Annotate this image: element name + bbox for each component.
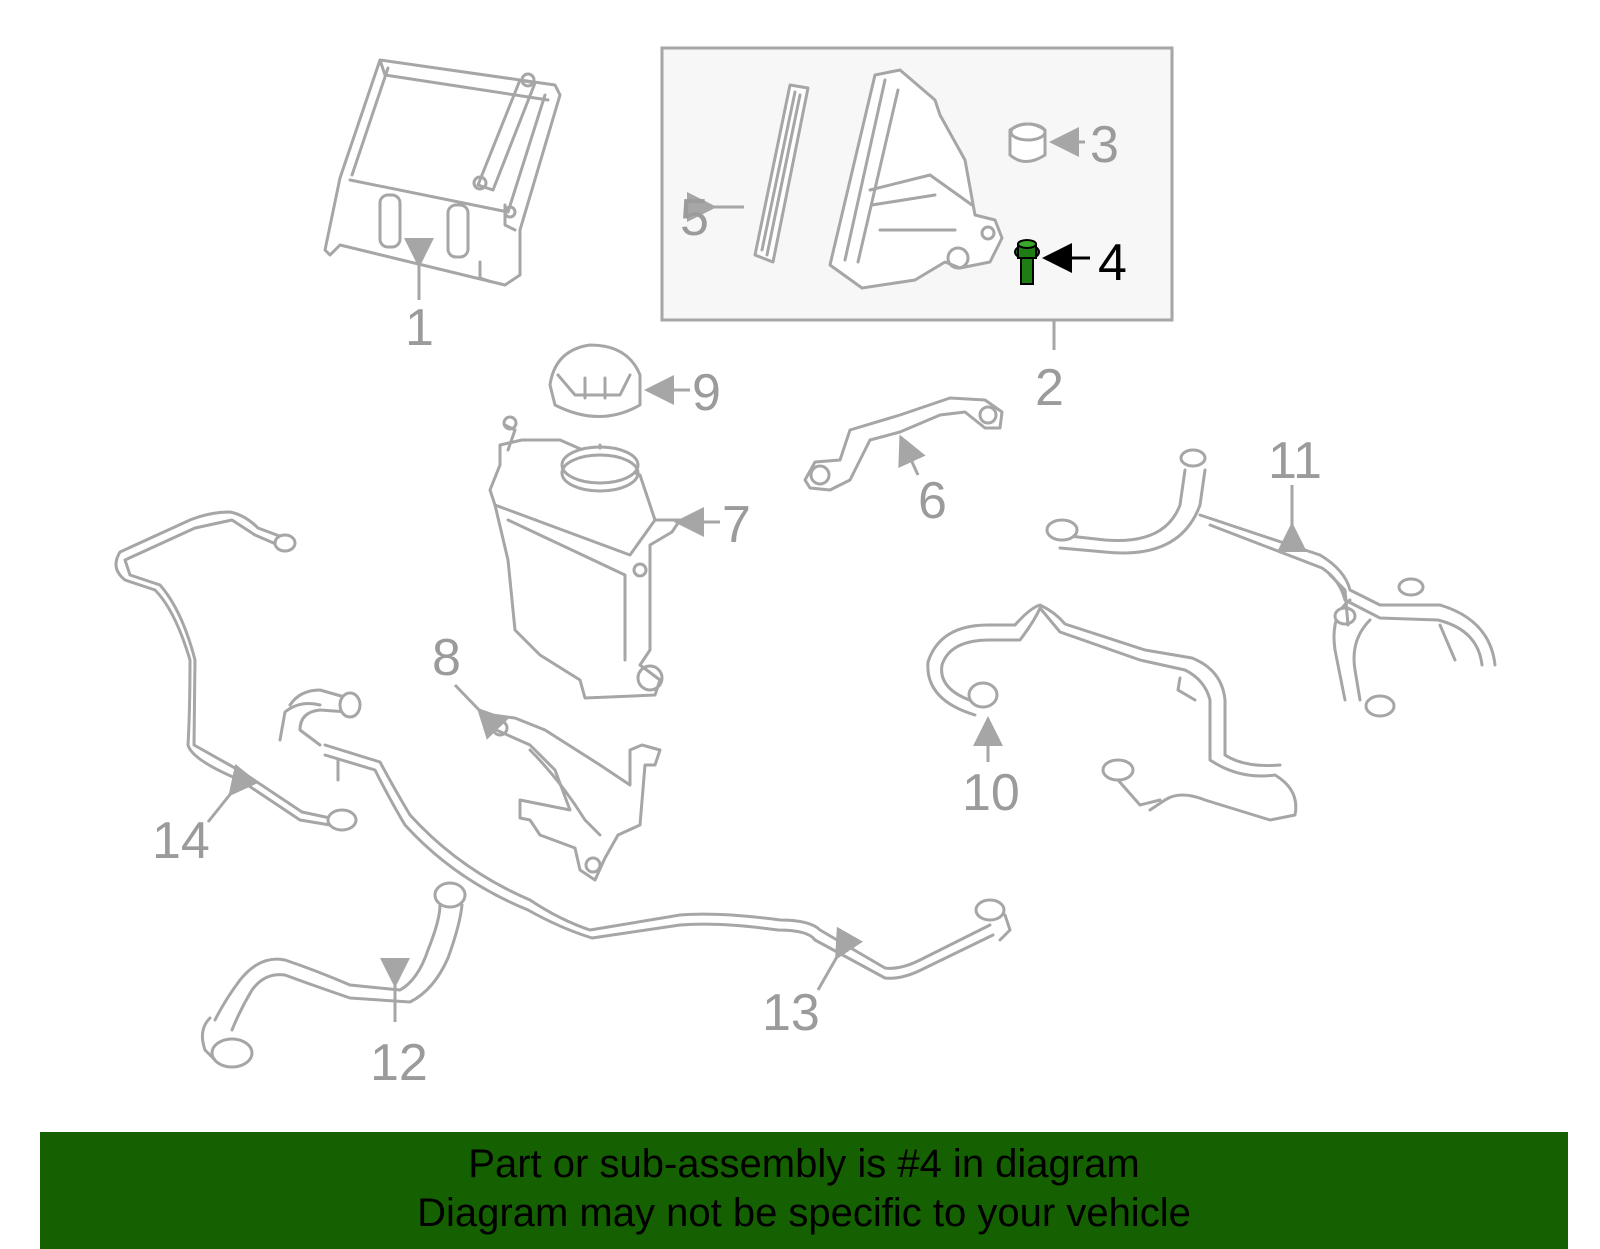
callout-6[interactable]: 6 <box>918 472 947 530</box>
callout-13[interactable]: 13 <box>762 984 820 1042</box>
part-13-pipe-with-connectors[interactable] <box>278 688 1012 980</box>
callout-3[interactable]: 3 <box>1090 116 1119 174</box>
leader-8 <box>453 683 509 740</box>
callout-12[interactable]: 12 <box>370 1034 428 1092</box>
banner-line-1: Part or sub-assembly is #4 in diagram <box>468 1142 1140 1186</box>
leader-6 <box>898 434 926 476</box>
callout-7[interactable]: 7 <box>722 496 751 554</box>
part-3-grommet[interactable] <box>1008 122 1047 163</box>
leader-14 <box>206 763 259 823</box>
callout-14[interactable]: 14 <box>152 812 210 870</box>
leader-13 <box>816 926 863 991</box>
part-4-bolt[interactable] <box>1014 239 1040 285</box>
callout-9[interactable]: 9 <box>692 364 721 422</box>
part-6-bracket[interactable] <box>803 396 1004 492</box>
callout-10[interactable]: 10 <box>962 764 1020 822</box>
callout-4[interactable]: 4 <box>1098 234 1127 292</box>
info-banner: Part or sub-assembly is #4 in diagram Di… <box>40 1132 1568 1249</box>
part-1-cooler[interactable] <box>323 58 562 287</box>
callout-5[interactable]: 5 <box>680 189 709 247</box>
part-12-coolant-hose[interactable] <box>200 881 467 1069</box>
callout-2[interactable]: 2 <box>1035 359 1064 417</box>
part-14-hose-pipe[interactable] <box>114 510 358 832</box>
part-7-expansion-tank[interactable] <box>488 415 682 700</box>
part-11-hose-assembly[interactable] <box>1045 448 1497 718</box>
part-5-filter-element[interactable] <box>753 83 810 264</box>
part-9-reservoir-cap[interactable] <box>548 343 642 418</box>
callout-11[interactable]: 11 <box>1268 432 1322 490</box>
callout-8[interactable]: 8 <box>432 629 461 687</box>
part-10-coolant-hose[interactable] <box>926 603 1298 822</box>
banner-line-2: Diagram may not be specific to your vehi… <box>417 1191 1191 1235</box>
part-2-air-cleaner-housing[interactable] <box>828 68 1004 290</box>
parts-diagram: 1 2 5 3 4 9 <box>114 46 1497 1092</box>
callout-1[interactable]: 1 <box>405 299 434 357</box>
part-8-tank-bracket[interactable] <box>483 713 662 882</box>
